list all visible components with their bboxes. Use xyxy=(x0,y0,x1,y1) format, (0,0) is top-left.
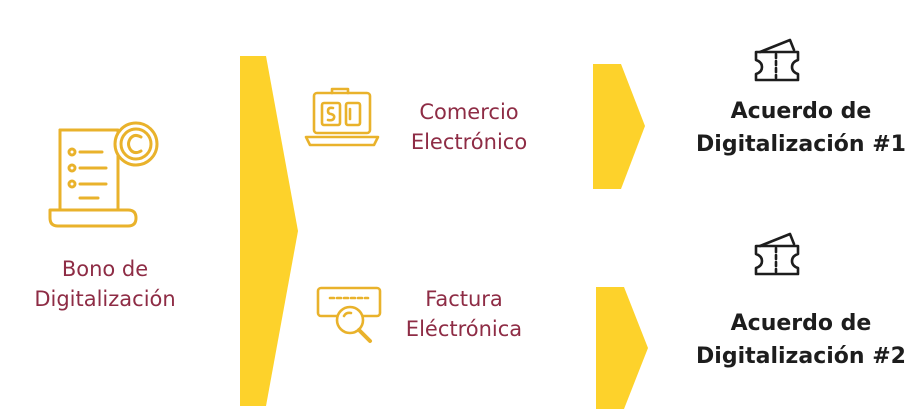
option-2-label: Factura Eléctrónica xyxy=(384,284,544,344)
receipt-coin-icon xyxy=(40,112,170,237)
result-1-line2: Digitalización #1 xyxy=(696,132,906,157)
result-1-label: Acuerdo de Digitalización #1 xyxy=(686,95,916,161)
result-2-line2: Digitalización #2 xyxy=(696,344,906,369)
laptop-payment-icon xyxy=(302,85,382,160)
option-1-line1: Comercio xyxy=(419,100,519,124)
source-label: Bono de Digitalización xyxy=(20,254,190,314)
option-2-line2: Eléctrónica xyxy=(405,317,523,341)
ticket-icon xyxy=(748,34,804,84)
result-2-line1: Acuerdo de xyxy=(730,311,872,336)
source-label-line2: Digitalización xyxy=(34,287,176,311)
result-1-line1: Acuerdo de xyxy=(730,99,872,124)
arrow-to-result-1 xyxy=(593,64,645,189)
main-chevron-arrow xyxy=(240,56,300,406)
arrow-to-result-2 xyxy=(596,287,648,409)
option-1-label: Comercio Electrónico xyxy=(394,97,544,157)
ticket-icon xyxy=(748,228,804,278)
source-label-line1: Bono de xyxy=(61,257,149,281)
option-1-line2: Electrónico xyxy=(410,130,528,154)
invoice-search-icon xyxy=(314,280,386,352)
option-2-line1: Factura xyxy=(425,287,503,311)
result-2-label: Acuerdo de Digitalización #2 xyxy=(686,307,916,373)
